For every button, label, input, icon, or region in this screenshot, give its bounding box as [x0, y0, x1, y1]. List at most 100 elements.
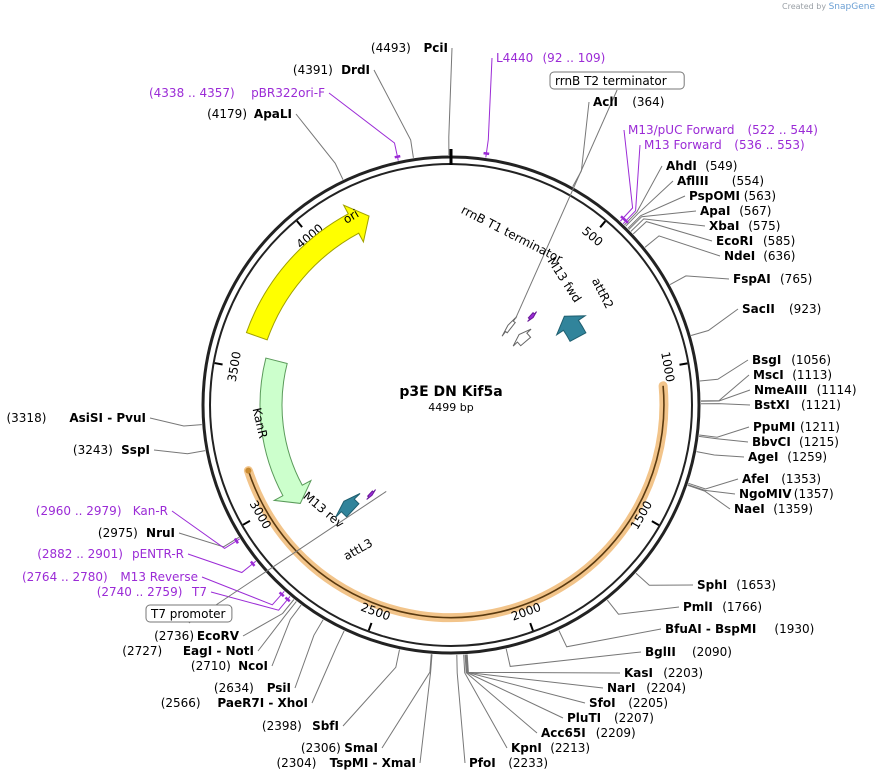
- feature-kanr-arrow[interactable]: [259, 357, 313, 504]
- ncoi-leader: [271, 604, 302, 667]
- bfuai-bspmi-leader: [558, 628, 662, 648]
- enzyme-bstxi-name[interactable]: BstXI: [754, 398, 790, 412]
- enzyme-psii-position: (2634): [214, 681, 254, 695]
- enzyme-drdi-name[interactable]: DrdI: [341, 63, 370, 77]
- xbai-leader: [630, 218, 706, 232]
- enzyme-fspai-name[interactable]: FspAI: [733, 272, 771, 286]
- acli-leader: [572, 101, 590, 187]
- primer-m13-reverse-name[interactable]: M13 Reverse: [120, 570, 198, 584]
- feature-ori-label: ori: [341, 207, 362, 227]
- enzyme-sspi-name[interactable]: SspI: [121, 443, 150, 457]
- tick-mark: [296, 220, 303, 228]
- feature-ori-arrow[interactable]: [245, 204, 370, 341]
- enzyme-psii-name[interactable]: PsiI: [267, 681, 291, 695]
- enzyme-pcii-name[interactable]: PciI: [424, 41, 449, 55]
- enzyme-pfoi-name[interactable]: PfoI: [469, 756, 496, 770]
- enzyme-paer7i-xhoi-name[interactable]: PaeR7I - XhoI: [217, 696, 308, 710]
- paer7i-xhoi-leader: [311, 630, 345, 704]
- tick-mark: [367, 622, 373, 631]
- enzyme-apali-name[interactable]: ApaLI: [254, 107, 292, 121]
- feature-attl3-arrow[interactable]: [335, 493, 361, 518]
- enzyme-xbai-name[interactable]: XbaI: [709, 219, 739, 233]
- feature-layer: [245, 204, 587, 518]
- enzyme-ecorv-name[interactable]: EcoRV: [197, 629, 240, 643]
- primer-m13-puc-forward-name[interactable]: M13/pUC Forward: [628, 123, 735, 137]
- enzyme-asisi-pvui-name[interactable]: AsiSI - PvuI: [69, 411, 146, 425]
- t7-promoter-box[interactable]: [145, 604, 233, 623]
- enzyme-afliii-name[interactable]: AflIII: [677, 174, 709, 188]
- enzyme-nari-name[interactable]: NarI: [607, 681, 636, 695]
- enzyme-pmli-name[interactable]: PmlI: [683, 600, 713, 614]
- ppumi-leader: [699, 426, 750, 438]
- enzyme-afei-name[interactable]: AfeI: [742, 472, 769, 486]
- enzyme-ecori-name[interactable]: EcoRI: [716, 234, 753, 248]
- enzyme-ahdi-name[interactable]: AhdI: [666, 159, 697, 173]
- enzyme-sphi-name[interactable]: SphI: [697, 578, 727, 592]
- enzyme-bfuai-bspmi-name[interactable]: BfuAI - BspMI: [665, 622, 756, 636]
- enzyme-ndei-name[interactable]: NdeI: [724, 249, 755, 263]
- enzyme-msci-name[interactable]: MscI: [753, 368, 784, 382]
- feature-m13-rev-arrow[interactable]: [366, 489, 376, 500]
- primer-kan-r-name[interactable]: Kan-R: [133, 504, 168, 518]
- enzyme-agei-name[interactable]: AgeI: [748, 450, 778, 464]
- primer-t7-name[interactable]: T7: [191, 585, 207, 599]
- fspai-leader: [669, 275, 730, 286]
- enzyme-nari-position: (2204): [646, 681, 686, 695]
- enzyme-naei-name[interactable]: NaeI: [734, 502, 765, 516]
- feature-rrnb-t1-terminator-arrow[interactable]: [512, 328, 532, 347]
- naei-leader: [687, 484, 731, 510]
- enzyme-bbvci-name[interactable]: BbvCI: [752, 435, 791, 449]
- bstxi-leader: [700, 403, 751, 406]
- enzyme-pluti-name[interactable]: PluTI: [567, 711, 601, 725]
- pluti-leader: [465, 654, 564, 719]
- backbone: [201, 149, 701, 655]
- enzyme-acli-name[interactable]: AclI: [593, 95, 618, 109]
- rrnb-t2-terminator-box[interactable]: [549, 71, 685, 90]
- rrnb-t2-terminator-leader: [515, 89, 618, 319]
- tick-mark: [599, 220, 607, 228]
- primer-m13-forward-range: (536 .. 553): [734, 138, 804, 152]
- enzyme-acc65i-name[interactable]: Acc65I: [541, 726, 586, 740]
- enzyme-tspmi-xmai-name[interactable]: TspMI - XmaI: [330, 756, 416, 770]
- enzyme-sfoi-name[interactable]: SfoI: [589, 696, 616, 710]
- feature-m13-fwd-arrow[interactable]: [527, 311, 537, 322]
- enzyme-xbai-position: (575): [748, 219, 780, 233]
- smai-leader: [381, 654, 432, 749]
- enzyme-kasi-position: (2203): [663, 666, 703, 680]
- enzyme-pspomi-position: (563): [744, 189, 776, 203]
- nrui-leader: [178, 532, 240, 548]
- enzyme-pspomi-name[interactable]: PspOMI: [689, 189, 740, 203]
- enzyme-bglii-name[interactable]: BglII: [645, 645, 676, 659]
- enzyme-ngomiv-name[interactable]: NgoMIV: [739, 487, 792, 501]
- enzyme-nrui-name[interactable]: NruI: [146, 526, 175, 540]
- primer-l4440-name[interactable]: L4440: [496, 51, 533, 65]
- bglii-leader: [505, 648, 642, 667]
- enzyme-nmeaiii-name[interactable]: NmeAIII: [754, 383, 807, 397]
- enzyme-ahdi-position: (549): [705, 159, 737, 173]
- ndei-leader: [644, 235, 721, 257]
- primer-kan-r-marker: [233, 537, 240, 544]
- enzyme-ncoi-name[interactable]: NcoI: [238, 659, 268, 673]
- enzyme-ppumi-name[interactable]: PpuMI: [753, 420, 795, 434]
- enzyme-ecorv-position: (2736): [154, 629, 194, 643]
- enzyme-bsgi-name[interactable]: BsgI: [752, 353, 781, 367]
- feature-rrnb-t1-terminator-label: rrnB T1 terminator: [459, 203, 565, 266]
- enzyme-apai-name[interactable]: ApaI: [700, 204, 730, 218]
- enzyme-eagi-noti-position: (2727): [122, 644, 162, 658]
- enzyme-sacii-name[interactable]: SacII: [742, 302, 775, 316]
- enzyme-kpni-position: (2213): [550, 741, 590, 755]
- enzyme-kasi-name[interactable]: KasI: [624, 666, 653, 680]
- primer-pentr-r-name[interactable]: pENTR-R: [132, 547, 184, 561]
- enzyme-drdi-position: (4391): [293, 63, 333, 77]
- enzyme-eagi-noti-name[interactable]: EagI - NotI: [183, 644, 254, 658]
- feature-attr2-arrow[interactable]: [555, 315, 587, 342]
- enzyme-sbfi-name[interactable]: SbfI: [312, 719, 339, 733]
- feature-rrnb-t2-terminator-arrow[interactable]: [501, 316, 518, 337]
- feature-attr2-label: attR2: [589, 275, 616, 311]
- primer-m13-forward-name[interactable]: M13 Forward: [644, 138, 722, 152]
- enzyme-ngomiv-position: (1357): [794, 487, 834, 501]
- enzyme-bbvci-position: (1215): [799, 435, 839, 449]
- enzyme-kpni-name[interactable]: KpnI: [511, 741, 542, 755]
- primer-pbr322ori-f-name[interactable]: pBR322ori-F: [251, 86, 325, 100]
- enzyme-smai-name[interactable]: SmaI: [344, 741, 378, 755]
